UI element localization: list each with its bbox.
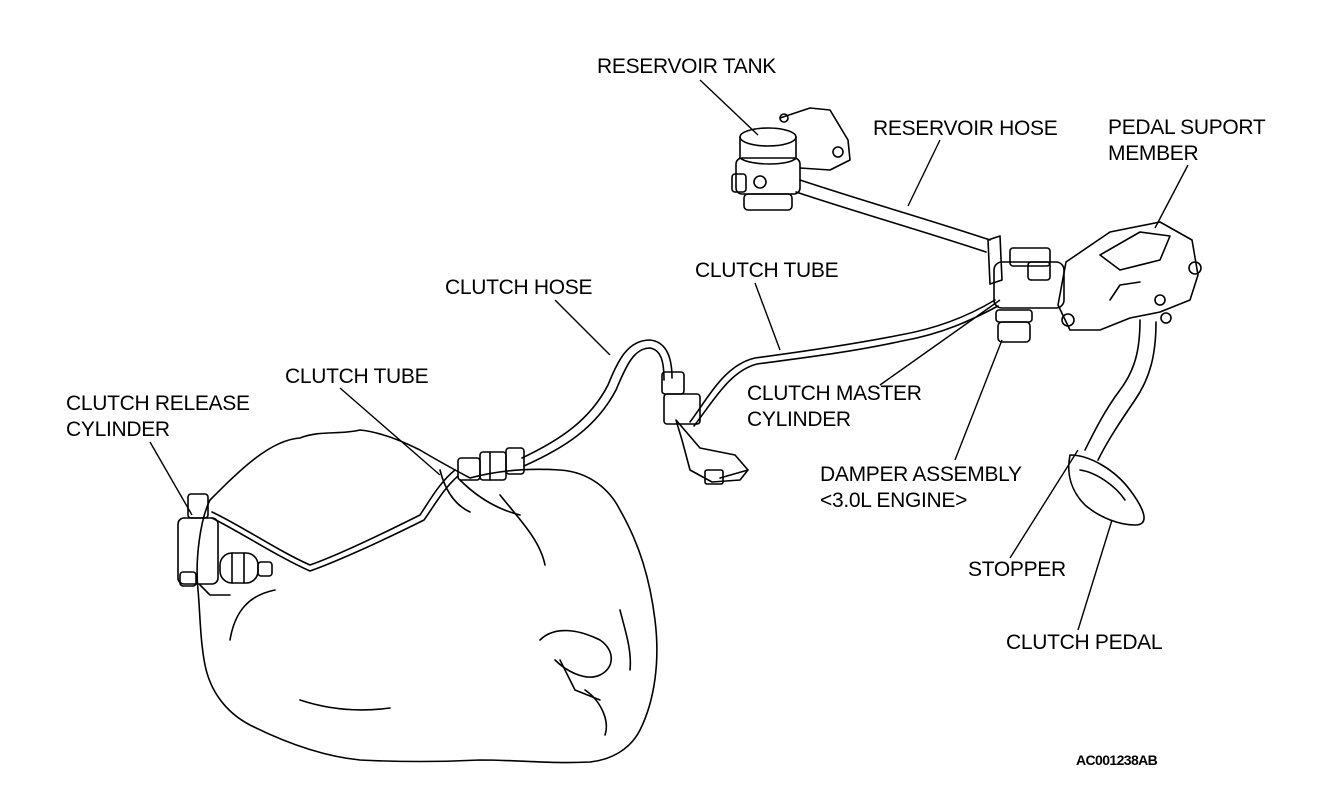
- leader-stopper: [1009, 449, 1079, 559]
- label-stopper-text: STOPPER: [968, 558, 1066, 581]
- hose-bracket-drawing: [661, 371, 749, 485]
- label-clutch-hose-text: CLUTCH HOSE: [445, 276, 593, 299]
- label-clutch-tube-lower: CLUTCH TUBE: [285, 364, 429, 390]
- label-clutch-release-cylinder-line1: CLUTCH RELEASE: [66, 392, 250, 415]
- leader-pedal-support-member: [1154, 164, 1189, 229]
- reservoir-tank-drawing: [731, 107, 851, 211]
- figure-code-text: AC001238AB: [1076, 752, 1158, 768]
- leader-clutch-release-cylinder: [149, 441, 193, 516]
- clutch-pedal-drawing: [1068, 319, 1157, 526]
- leader-clutch-pedal: [1077, 519, 1113, 631]
- label-clutch-master-cylinder-line1: CLUTCH MASTER: [747, 382, 922, 405]
- label-reservoir-hose-text: RESERVOIR HOSE: [873, 117, 1058, 140]
- label-clutch-pedal-text: CLUTCH PEDAL: [1006, 631, 1163, 654]
- label-clutch-hose: CLUTCH HOSE: [445, 275, 593, 301]
- release-cylinder-drawing: [177, 493, 273, 596]
- leader-clutch-tube-upper: [754, 282, 781, 351]
- transmission-housing: [196, 429, 658, 764]
- label-clutch-release-cylinder-line2: CYLINDER: [66, 418, 170, 441]
- leader-damper-assembly: [954, 339, 1003, 461]
- leader-reservoir-tank: [699, 79, 759, 136]
- label-damper-assembly-line1: DAMPER ASSEMBLY: [820, 463, 1022, 486]
- leader-clutch-master-cylinder: [879, 299, 1001, 386]
- label-clutch-tube-upper: CLUTCH TUBE: [695, 258, 839, 284]
- label-reservoir-tank-text: RESERVOIR TANK: [597, 55, 777, 78]
- label-clutch-tube-lower-text: CLUTCH TUBE: [285, 365, 429, 388]
- leader-reservoir-hose: [907, 139, 941, 207]
- label-clutch-pedal: CLUTCH PEDAL: [1006, 630, 1163, 656]
- label-clutch-tube-upper-text: CLUTCH TUBE: [695, 259, 839, 282]
- label-clutch-master-cylinder: CLUTCH MASTER CYLINDER: [747, 381, 922, 433]
- leader-lines: [149, 79, 1189, 631]
- tube-union-drawing: [457, 447, 525, 481]
- figure-code: AC001238AB: [1076, 752, 1158, 768]
- label-pedal-support-member-line1: PEDAL SUPORT: [1108, 116, 1266, 139]
- label-reservoir-hose: RESERVOIR HOSE: [873, 116, 1058, 142]
- leader-clutch-tube-lower: [339, 387, 441, 476]
- reservoir-hose-drawing: [795, 179, 991, 253]
- label-pedal-support-member: PEDAL SUPORT MEMBER: [1108, 115, 1266, 167]
- upper-clutch-tube-drawing: [689, 299, 999, 427]
- lower-clutch-tube-drawing: [211, 469, 459, 572]
- pedal-support-member-drawing: [1057, 221, 1202, 331]
- label-damper-assembly: DAMPER ASSEMBLY <3.0L ENGINE>: [820, 462, 1022, 514]
- label-damper-assembly-line2: <3.0L ENGINE>: [820, 489, 968, 512]
- label-pedal-support-member-line2: MEMBER: [1108, 142, 1199, 165]
- leader-clutch-hose: [554, 299, 611, 356]
- label-reservoir-tank: RESERVOIR TANK: [597, 54, 776, 80]
- label-clutch-master-cylinder-line2: CYLINDER: [747, 408, 851, 431]
- label-stopper: STOPPER: [968, 557, 1066, 583]
- clutch-hose-drawing: [521, 339, 673, 467]
- master-cylinder-drawing: [987, 235, 1065, 343]
- label-clutch-release-cylinder: CLUTCH RELEASE CYLINDER: [66, 391, 250, 443]
